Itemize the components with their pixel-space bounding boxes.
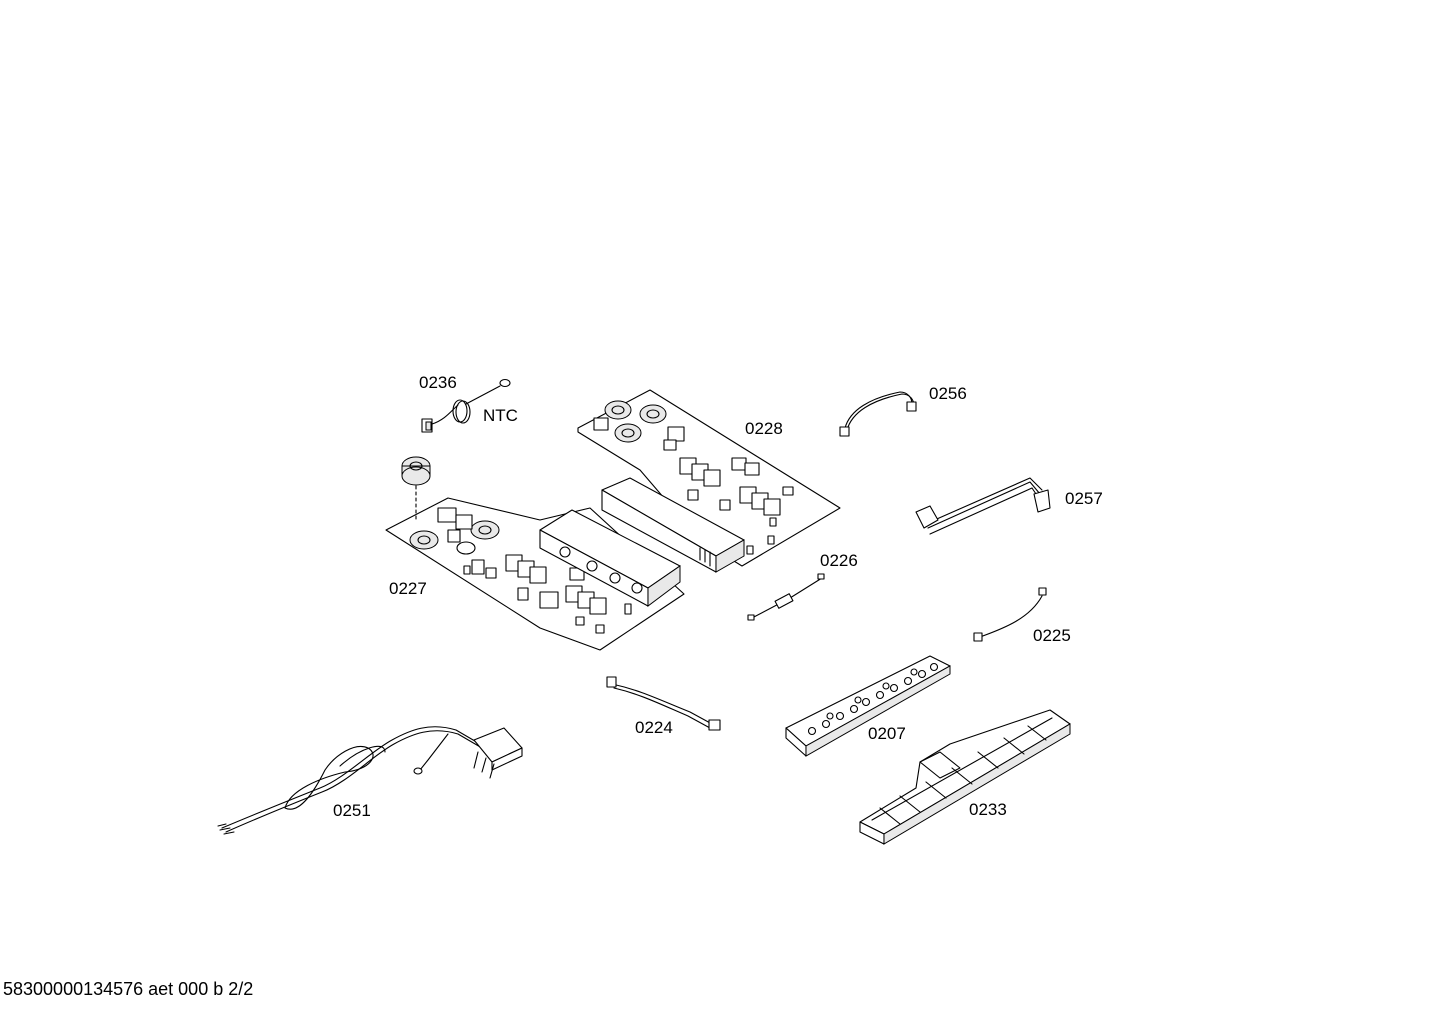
part-0257-cable[interactable] [915, 477, 1051, 535]
label-0233: 0233 [969, 800, 1007, 819]
part-0228-power-board[interactable] [577, 389, 841, 573]
part-0226-cable[interactable] [747, 573, 825, 621]
part-0207-control-strip[interactable] [785, 655, 951, 757]
label-0207: 0207 [868, 724, 906, 743]
part-0227-power-board[interactable] [385, 456, 685, 651]
label-0225: 0225 [1033, 626, 1071, 645]
document-id-footer: 58300000134576 aet 000 b 2/2 [3, 979, 254, 999]
part-0224-cable[interactable] [606, 676, 721, 731]
part-0236-ntc-sensor[interactable] [421, 378, 511, 433]
part-0225-cable[interactable] [973, 587, 1047, 642]
label-0251: 0251 [333, 801, 371, 820]
label-0228: 0228 [745, 419, 783, 438]
part-0251-mains-cable[interactable] [217, 726, 523, 835]
label-ntc: NTC [483, 406, 518, 425]
part-0233-bracket[interactable] [859, 709, 1071, 845]
label-0256: 0256 [929, 384, 967, 403]
part-0256-cable[interactable] [839, 391, 917, 437]
label-0227: 0227 [389, 579, 427, 598]
label-0224: 0224 [635, 718, 673, 737]
label-0236: 0236 [419, 373, 457, 392]
label-0257: 0257 [1065, 489, 1103, 508]
label-0226: 0226 [820, 551, 858, 570]
